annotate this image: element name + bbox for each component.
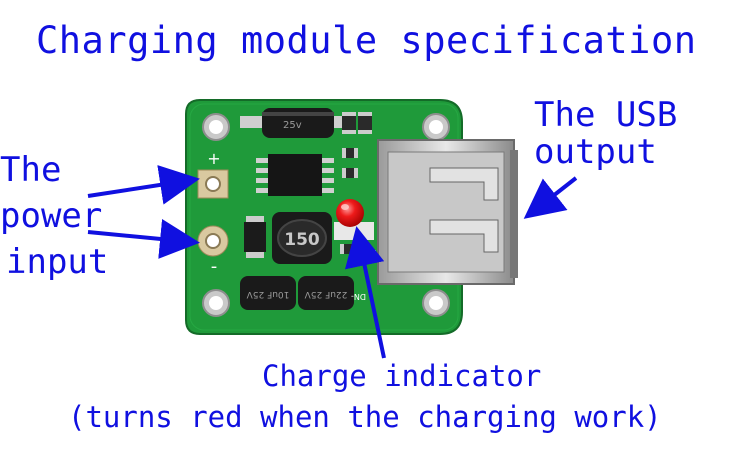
mounting-holes — [202, 113, 450, 317]
power-minus-arrow — [87, 219, 200, 259]
figure-title: Charging module specification — [36, 19, 697, 62]
power-input-label-line1: The — [0, 150, 62, 190]
power-input-pads: + - — [197, 149, 229, 277]
charge-indicator-note: (turns red when the charging work) — [68, 400, 662, 434]
inductor-marking: 150 — [284, 230, 320, 250]
usb-output-label-line2: output — [534, 132, 657, 172]
cap-top-marking: 25v — [283, 120, 302, 131]
ic-chip — [256, 154, 334, 196]
cap-bottom-b-marking: 22uF 25V — [304, 289, 348, 299]
inductor: 150 — [272, 212, 332, 264]
led-arrow — [344, 226, 386, 359]
plus-marking: + — [207, 149, 220, 168]
power-input-label-line3: input — [6, 242, 109, 282]
annotation-arrows — [87, 165, 578, 359]
usb-arrow — [523, 176, 578, 219]
minus-marking: - — [211, 256, 218, 277]
charge-indicator-label: Charge indicator — [262, 359, 542, 393]
power-input-label-line2: power — [0, 196, 103, 236]
usb-output-label-line1: The USB — [534, 95, 678, 135]
edge-marking: DN- — [351, 292, 366, 301]
power-plus-arrow — [87, 165, 200, 205]
cap-bottom-a-marking: 10uF 25V — [246, 289, 290, 299]
usb-connector — [377, 139, 518, 285]
bottom-capacitors: 10uF 25V 22uF 25V DN- — [240, 276, 366, 310]
